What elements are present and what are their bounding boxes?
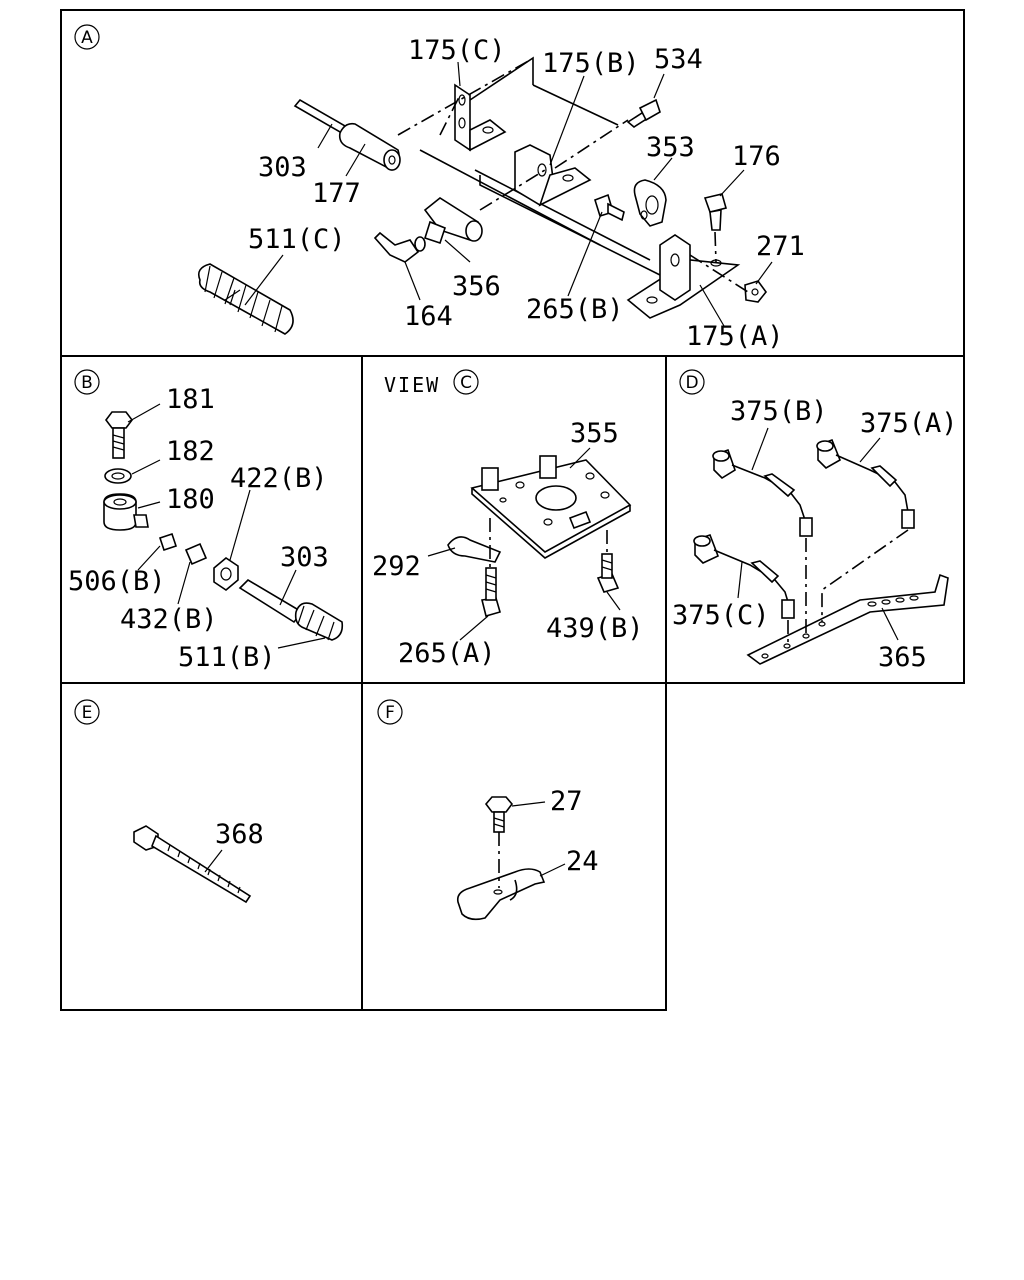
view-title: VIEW xyxy=(384,373,440,397)
clip-24 xyxy=(456,868,546,921)
svg-text:F: F xyxy=(385,703,395,723)
label-356: 356 xyxy=(452,271,501,302)
hose-303 xyxy=(238,578,304,624)
label-24: 24 xyxy=(566,846,599,877)
sensor-375b xyxy=(712,448,813,537)
elbow-164 xyxy=(373,231,426,263)
label-175b: 175(B) xyxy=(542,48,640,79)
bracket-175a xyxy=(626,234,741,319)
panel-f-marker: F xyxy=(377,699,403,725)
assembly-lines-d xyxy=(787,529,909,645)
bolt-27 xyxy=(484,796,514,833)
sensor-375a xyxy=(816,438,915,529)
panel-f: F 27 24 xyxy=(377,699,599,921)
washer-182 xyxy=(104,468,132,484)
leaders-a xyxy=(244,61,773,327)
label-422b: 422(B) xyxy=(230,463,328,494)
fitting-432b xyxy=(184,542,208,566)
panel-a: A xyxy=(74,24,805,352)
panel-c: VIEW C xyxy=(372,369,644,669)
leaders-b xyxy=(127,403,326,649)
label-375a: 375(A) xyxy=(860,408,958,439)
leaders-d xyxy=(737,427,899,641)
label-353: 353 xyxy=(646,132,695,163)
leaders-f xyxy=(511,801,566,877)
svg-text:C: C xyxy=(460,373,472,393)
label-511b: 511(B) xyxy=(178,642,276,673)
label-432b: 432(B) xyxy=(120,604,218,635)
panel-e-marker: E xyxy=(74,699,100,725)
label-181: 181 xyxy=(166,384,215,415)
label-180: 180 xyxy=(166,484,215,515)
bracket-frame xyxy=(419,56,661,276)
bolt-265a xyxy=(481,567,501,617)
label-368: 368 xyxy=(215,819,264,850)
panel-b-marker: B xyxy=(74,369,100,395)
svg-text:E: E xyxy=(82,703,93,723)
label-164: 164 xyxy=(404,301,453,332)
panel-b: B xyxy=(68,369,344,673)
panel-d-marker: D xyxy=(679,369,705,395)
label-439b: 439(B) xyxy=(546,613,644,644)
label-176: 176 xyxy=(732,141,781,172)
tee-356 xyxy=(423,197,483,245)
label-182: 182 xyxy=(166,436,215,467)
label-365: 365 xyxy=(878,642,927,673)
panel-c-marker: C xyxy=(453,369,479,395)
label-271: 271 xyxy=(756,231,805,262)
label-511c: 511(C) xyxy=(248,224,346,255)
svg-text:B: B xyxy=(81,373,93,393)
bracket-175b xyxy=(514,144,592,207)
bolt-265b xyxy=(594,193,625,222)
bolt-181 xyxy=(105,411,133,459)
svg-text:D: D xyxy=(685,373,698,393)
fitting-506b xyxy=(158,532,178,552)
leader-368 xyxy=(204,849,223,873)
label-303b: 303 xyxy=(280,542,329,573)
leaders-c xyxy=(427,447,621,641)
clip-353 xyxy=(633,179,667,227)
label-534: 534 xyxy=(654,44,703,75)
bolt-439b xyxy=(596,553,620,593)
sensor-375c xyxy=(693,533,795,619)
label-375b: 375(B) xyxy=(730,396,828,427)
label-355: 355 xyxy=(570,418,619,449)
bolt-176 xyxy=(703,193,727,231)
nut-271 xyxy=(744,280,768,303)
panel-frames xyxy=(60,9,965,1011)
assembly-lines-c xyxy=(489,518,608,568)
label-27: 27 xyxy=(550,786,583,817)
sleeve-177 xyxy=(338,122,401,171)
boot-511c xyxy=(197,263,294,335)
boot-511b xyxy=(294,602,344,641)
svg-text:A: A xyxy=(81,28,93,48)
clip-292 xyxy=(447,536,502,563)
label-175c: 175(C) xyxy=(408,35,506,66)
bracket-175c xyxy=(454,83,507,152)
label-265b: 265(B) xyxy=(526,294,624,325)
plate-355 xyxy=(470,455,632,559)
assembly-lines-a xyxy=(397,59,749,293)
label-375c: 375(C) xyxy=(672,600,770,631)
nut-422b xyxy=(213,557,239,591)
label-175a: 175(A) xyxy=(686,321,784,352)
panel-d: D xyxy=(672,369,958,673)
label-303: 303 xyxy=(258,152,307,183)
bracket-365 xyxy=(746,573,949,665)
bolt-534 xyxy=(626,98,661,128)
cable-tie-368 xyxy=(133,825,252,904)
panel-a-marker: A xyxy=(74,24,100,50)
panel-e: E 368 xyxy=(74,699,264,904)
label-506b: 506(B) xyxy=(68,566,166,597)
label-265a: 265(A) xyxy=(398,638,496,669)
eye-bolt-180 xyxy=(103,493,149,531)
label-177: 177 xyxy=(312,178,361,209)
label-292: 292 xyxy=(372,551,421,582)
